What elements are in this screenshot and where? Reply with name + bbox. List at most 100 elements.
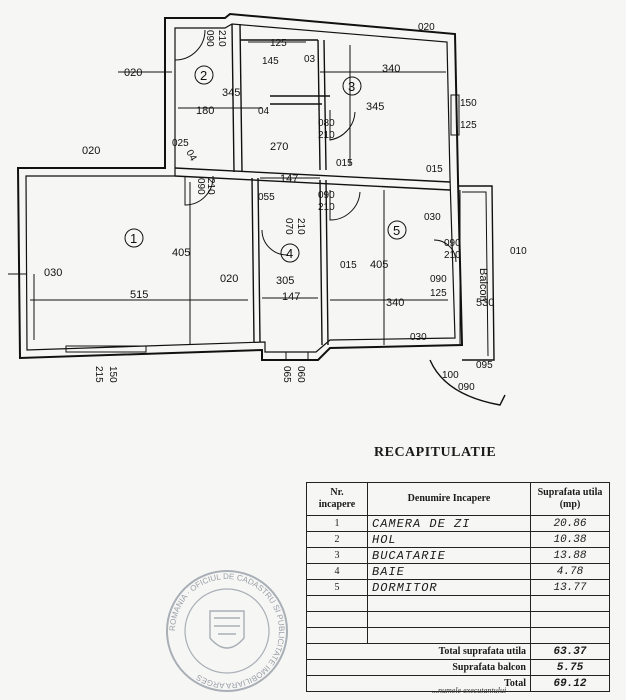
dim-text: 210 [444, 250, 461, 261]
dim-text: 340 [382, 63, 400, 75]
dim-text: 270 [270, 141, 288, 153]
dim-text: 04 [183, 148, 198, 164]
dim-text: 210 [318, 202, 335, 213]
cell-name: BUCATARIE [367, 547, 531, 564]
floor-plan: 1 2 3 4 5 Balcon 020 090 210 020 125 03 … [8, 12, 527, 406]
dim-text: 340 [386, 297, 404, 309]
room-number-2: 2 [200, 68, 207, 83]
dim-text: 405 [172, 247, 190, 259]
footnote: ...numele executantului [432, 686, 507, 695]
total-label: Total [306, 675, 531, 692]
balcony-inner [462, 191, 489, 357]
table-row: 1 CAMERA DE ZI 20.86 [306, 515, 610, 532]
stamp-emblem-icon [209, 610, 245, 649]
cell-name: CAMERA DE ZI [367, 515, 531, 532]
dim-text: 020 [82, 145, 100, 157]
dim-text: 147 [282, 291, 300, 303]
dim-text: 020 [418, 22, 435, 33]
cell-no: 3 [306, 547, 368, 564]
dim-text: 090 [195, 178, 206, 195]
dim-text: 125 [270, 38, 287, 49]
dim-text: 020 [220, 273, 238, 285]
header-area: Suprafata utila (mp) [530, 482, 610, 516]
dim-text: 030 [424, 212, 441, 223]
dim-text: 010 [510, 246, 527, 257]
balcony-round [429, 359, 506, 406]
balcony-label: Balcon [477, 268, 489, 302]
header-name: Denumire Incapere [367, 482, 531, 516]
dim-text: 210 [318, 130, 335, 141]
room-number-4: 4 [286, 246, 293, 261]
cell-no: 2 [306, 531, 368, 548]
table-row: 3 BUCATARIE 13.88 [306, 547, 610, 564]
total-value: 5.75 [530, 659, 610, 676]
total-value: 63.37 [530, 643, 610, 660]
dim-text: 145 [262, 56, 279, 67]
table-row: 2 HOL 10.38 [306, 531, 610, 548]
cell-name: HOL [367, 531, 531, 548]
dim-text: 090 [458, 382, 475, 393]
total-value: 69.12 [530, 675, 610, 692]
recap-table: Nr. incapere Denumire Incapere Suprafata… [306, 482, 610, 692]
table-row: 4 BAIE 4.78 [306, 563, 610, 580]
cell-no: 4 [306, 563, 368, 580]
table-row: 5 DORMITOR 13.77 [306, 579, 610, 596]
table-row-empty [306, 627, 610, 644]
dim-text: 125 [460, 120, 477, 131]
dim-text: 150 [460, 98, 477, 109]
dim-text: 405 [370, 259, 388, 271]
dim-text: 515 [130, 289, 148, 301]
dim-text: 070 [283, 218, 294, 235]
dim-text: 345 [222, 87, 240, 99]
dim-text: 530 [476, 297, 494, 309]
dim-text: 150 [107, 366, 118, 383]
cell-name: BAIE [367, 563, 531, 580]
dim-text: 060 [295, 366, 306, 383]
dim-text: 015 [336, 158, 353, 169]
dim-text: 100 [442, 370, 459, 381]
table-row-empty [306, 611, 610, 628]
dim-text: 015 [340, 260, 357, 271]
dim-text: 180 [196, 105, 214, 117]
cell-no: 5 [306, 579, 368, 596]
cadastre-stamp: ROMANIA · OFICIUL DE CADASTRU SI PUBLICI… [166, 570, 288, 692]
dim-text: 305 [276, 275, 294, 287]
total-row: Suprafata balcon 5.75 [306, 659, 610, 676]
cell-area: 10.38 [530, 531, 610, 548]
cell-area: 13.77 [530, 579, 610, 596]
dim-text: 015 [426, 164, 443, 175]
cell-name: DORMITOR [367, 579, 531, 596]
recap-title: RECAPITULATIE [374, 445, 497, 460]
cell-area: 20.86 [530, 515, 610, 532]
dim-text: 04 [258, 106, 270, 117]
balcony-outline [458, 185, 495, 361]
dim-text: 125 [430, 288, 447, 299]
total-row: Total suprafata utila 63.37 [306, 643, 610, 660]
dim-text: 090 [318, 190, 335, 201]
dim-text: 210 [295, 218, 306, 235]
table-row-empty [306, 595, 610, 612]
dim-text: 03 [304, 54, 316, 65]
dim-text: 095 [476, 360, 493, 371]
dim-text: 345 [366, 101, 384, 113]
outer-wall [16, 12, 464, 361]
dim-text: 215 [93, 366, 104, 383]
dim-text: 030 [410, 332, 427, 343]
cell-area: 4.78 [530, 563, 610, 580]
room-number-3: 3 [348, 79, 355, 94]
table-header-row: Nr. incapere Denumire Incapere Suprafata… [306, 482, 610, 516]
cell-area: 13.88 [530, 547, 610, 564]
cell-no: 1 [306, 515, 368, 532]
dim-text: 065 [281, 366, 292, 383]
dim-text: 090 [444, 238, 461, 249]
dim-text: 055 [258, 192, 275, 203]
outer-wall-inner [25, 23, 456, 353]
dim-text: 147 [280, 173, 298, 185]
room-number-5: 5 [393, 223, 400, 238]
room-number-1: 1 [130, 231, 137, 246]
dim-text: 080 [318, 118, 335, 129]
dim-text: 210 [216, 30, 227, 47]
dim-text: 030 [44, 267, 62, 279]
dim-text: 090 [204, 30, 215, 47]
total-label: Total suprafata utila [306, 643, 531, 660]
